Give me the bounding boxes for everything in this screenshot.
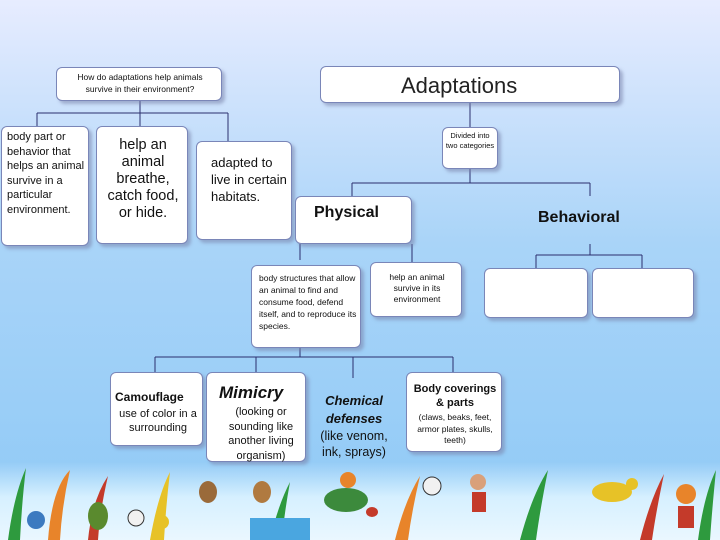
body-coverings-box: Body coverings & parts (claws, beaks, fe…: [406, 372, 502, 452]
behavioral-empty-box-1: [484, 268, 588, 318]
camouflage-desc: use of color in a surrounding: [119, 408, 197, 434]
camouflage-box: Camouflage use of color in a surrounding: [110, 372, 203, 446]
physical-desc-box: body structures that allow an animal to …: [251, 265, 361, 348]
help-text: help an animal breathe, catch food, or h…: [107, 137, 179, 221]
habitat-text: adapted to live in certain habitats.: [211, 155, 287, 204]
chemical-box: Chemical defenses (like venom, ink, spra…: [312, 378, 396, 460]
chemical-title: Chemical defenses: [325, 393, 383, 426]
animals-decoration: [27, 472, 696, 540]
behavioral-label: Behavioral: [538, 209, 620, 226]
mimicry-title: Mimicry: [219, 383, 284, 402]
behavioral-empty-box-2: [592, 268, 694, 318]
physical-box: Physical: [295, 196, 412, 244]
title-box: Adaptations: [320, 66, 620, 103]
page-title: Adaptations: [401, 73, 518, 98]
physical-desc-text: body structures that allow an animal to …: [259, 273, 357, 331]
behavioral-box: Behavioral: [530, 196, 640, 244]
physical-label: Physical: [314, 204, 379, 221]
mimicry-desc: (looking or sounding like another living…: [228, 406, 294, 462]
chemical-desc: (like venom, ink, sprays): [320, 429, 388, 459]
question-box: How do adaptations help animals survive …: [56, 67, 222, 101]
help-box: help an animal breathe, catch food, or h…: [96, 126, 188, 244]
definition-box: body part or behavior that helps an anim…: [1, 126, 89, 246]
behavioral-desc-text: help an animal survive in its environmen…: [389, 272, 445, 304]
body-coverings-title: Body coverings & parts: [413, 383, 497, 409]
behavioral-desc-box: help an animal survive in its environmen…: [370, 262, 462, 317]
definition-text: body part or behavior that helps an anim…: [7, 131, 85, 216]
mimicry-box: Mimicry (looking or sounding like anothe…: [206, 372, 306, 462]
camouflage-title: Camouflage: [115, 390, 184, 404]
habitat-box: adapted to live in certain habitats.: [196, 141, 292, 240]
body-coverings-desc: (claws, beaks, feet, armor plates, skull…: [417, 412, 493, 445]
divided-box: Divided into two categories: [442, 127, 498, 169]
question-text: How do adaptations help animals survive …: [77, 72, 203, 94]
divided-text: Divided into two categories: [445, 131, 495, 150]
